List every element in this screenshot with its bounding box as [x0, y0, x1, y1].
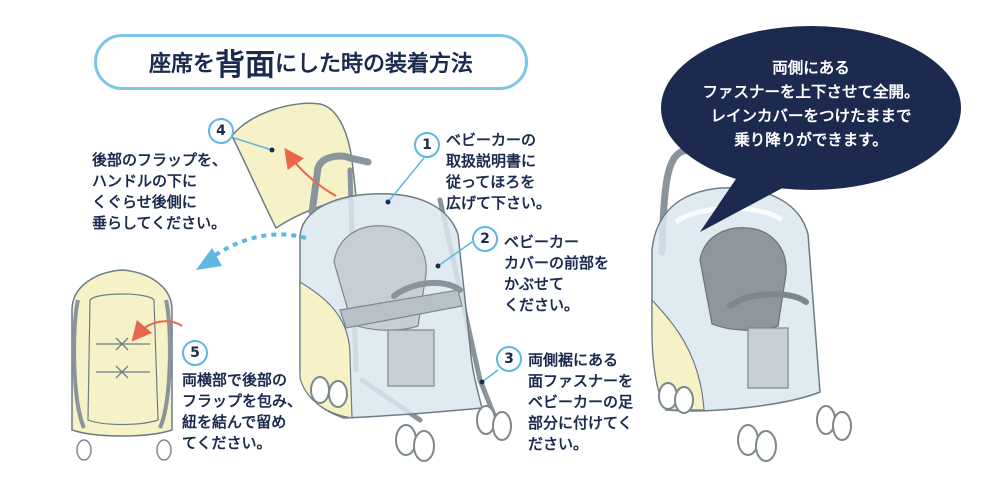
step-4-line: 後部のフラップを、: [92, 151, 228, 169]
step-2-line: カバーの前部を: [504, 254, 610, 272]
step-4-line: くぐらせ後側に: [92, 193, 197, 211]
leader-lines: [233, 137, 499, 385]
callout-line: レインカバーをつけたままで: [710, 107, 912, 125]
callout-bubble: [661, 26, 961, 232]
step-5-line: フラップを包み、: [182, 392, 303, 410]
step-1-text: ベビーカーの 取扱説明書に 従ってほろを 広げて下さい。: [446, 130, 551, 214]
step-3-line: ベビーカーの足: [528, 393, 634, 411]
title-prefix: 座席を: [148, 52, 215, 77]
step-2-line: ベビーカー: [504, 233, 580, 251]
step-1-line: 広げて下さい。: [446, 194, 552, 212]
step-4-badge: 4: [208, 118, 234, 144]
step-4-line: ハンドルの下に: [92, 172, 198, 190]
step-3-badge: 3: [496, 346, 522, 372]
step-3-line: 両側裾にある: [528, 351, 619, 369]
step-1-line: 従ってほろを: [446, 173, 536, 191]
wheels: [310, 376, 512, 462]
step-2-line: かぶせて: [504, 275, 565, 293]
step-3-line: ださい。: [528, 435, 589, 453]
step-1-badge: 1: [414, 132, 440, 158]
arrow-to-folded: [206, 232, 307, 262]
step-5-line: 両横部で後部の: [182, 371, 288, 389]
stroller-main: [231, 102, 512, 462]
arrow-flap-up: [284, 147, 337, 197]
callout-line: 乗り降りができます。: [734, 131, 888, 149]
stroller-folded-rear: [71, 269, 173, 461]
step-5-text: 両横部で後部の フラップを包み、 紐を結んで留め てください。: [182, 370, 302, 454]
stroller-open-side: [651, 146, 852, 462]
step-1-line: 取扱説明書に: [446, 152, 537, 170]
step-2-badge: 2: [472, 226, 498, 252]
stroller-handle: [308, 152, 372, 216]
step-5-line: 紐を結んで留め: [182, 413, 287, 431]
step-1-line: ベビーカーの: [446, 131, 537, 149]
callout-text: 両側にある ファスナーを上下させて全開。 レインカバーをつけたままで 乗り降りが…: [676, 56, 946, 152]
folded-cover: [71, 269, 173, 437]
callout-line: ファスナーを上下させて全開。: [702, 83, 920, 101]
page-title: 座席を背面にした時の装着方法: [94, 34, 528, 90]
step-2-line: ください。: [504, 296, 580, 314]
step-5-badge: 5: [182, 340, 208, 366]
step-3-line: 面ファスナーを: [528, 372, 634, 390]
step-5-line: てください。: [182, 434, 272, 452]
step-4-text: 後部のフラップを、 ハンドルの下に くぐらせ後側に 垂らしてください。: [92, 150, 227, 234]
title-emphasis: 背面: [215, 48, 275, 83]
title-suffix: にした時の装着方法: [275, 52, 474, 77]
callout-line: 両側にある: [772, 59, 850, 77]
step-2-text: ベビーカー カバーの前部を かぶせて ください。: [504, 232, 609, 316]
arrow-wrap: [131, 319, 183, 342]
step-3-text: 両側裾にある 面ファスナーを ベビーカーの足 部分に付けてく ださい。: [528, 350, 633, 455]
step-4-line: 垂らしてください。: [92, 214, 227, 232]
ties: [96, 337, 150, 379]
step-3-line: 部分に付けてく: [528, 414, 633, 432]
